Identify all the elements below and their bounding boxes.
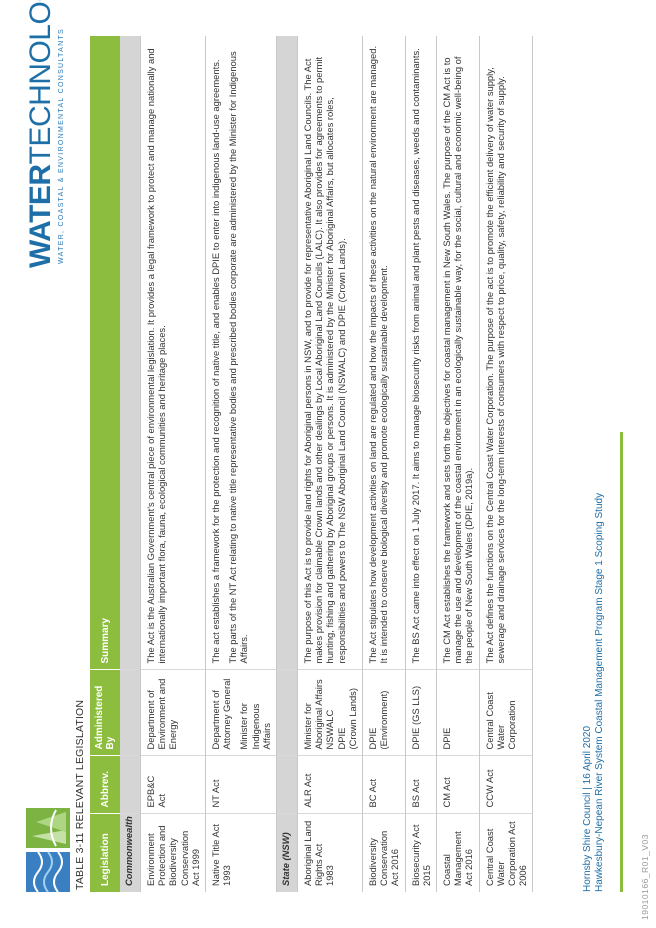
page-footer: Hornsby Shire Council | 16 April 2020 Ha…	[582, 493, 606, 892]
cell-administered: Minister for Aboriginal Affairs NSWALC D…	[297, 670, 363, 756]
section-row: Commonwealth	[120, 36, 141, 892]
cell-administered: Department of Attorney General Minister …	[205, 670, 277, 756]
cell-abbrev: BS Act	[405, 756, 437, 814]
cell-abbrev: CCW Act	[479, 756, 533, 814]
header-administered-by: Administered By	[90, 670, 120, 756]
footer-rule	[620, 432, 623, 892]
cell-legislation: Biosecurity Act 2015	[405, 814, 437, 892]
document-reference: 19010166_R01_V03	[640, 834, 650, 920]
cell-administered: DPIE	[436, 670, 480, 756]
cell-summary: The Act is the Australian Government's c…	[140, 36, 206, 670]
client-logo-icon	[26, 808, 70, 893]
table-row: Biodiversity Conservation Act 2016 BC Ac…	[362, 36, 406, 892]
cell-abbrev: EPB&C Act	[140, 756, 206, 814]
table-row: Coastal Management Act 2016 CM Act DPIE …	[436, 36, 480, 892]
cell-abbrev: BC Act	[362, 756, 406, 814]
section-label: State (NSW)	[276, 814, 298, 892]
cell-legislation: Central Coast Water Corporation Act 2006	[479, 814, 533, 892]
table-row: Native Title Act 1993 NT Act Department …	[205, 36, 277, 892]
cell-abbrev: CM Act	[436, 756, 480, 814]
footer-client-date: Hornsby Shire Council | 16 April 2020	[582, 725, 593, 892]
cell-administered: DPIE (Environment)	[362, 670, 406, 756]
cell-summary: The Act defines the functions on the Cen…	[479, 36, 533, 670]
cell-summary: The act establishes a framework for the …	[205, 36, 277, 670]
table-row: Aboriginal Land Rights Act 1983 ALR Act …	[297, 36, 363, 892]
table-header-row: Legislation Abbrev. Administered By Summ…	[90, 36, 120, 892]
footer-project-title: Hawkesbury-Nepean River System Coastal M…	[594, 492, 605, 892]
brand-tagline: WATER, COASTAL & ENVIRONMENTAL CONSULTAN…	[58, 28, 65, 264]
cell-summary: The CM Act establishes the framework and…	[436, 36, 480, 670]
cell-administered: Department of Environment and Energy	[140, 670, 206, 756]
table-row: Central Coast Water Corporation Act 2006…	[479, 36, 533, 892]
cell-administered: DPIE (GS LLS)	[405, 670, 437, 756]
table-row: Environment Protection and Biodiversity …	[140, 36, 206, 892]
cell-abbrev: NT Act	[205, 756, 277, 814]
cell-legislation: Biodiversity Conservation Act 2016	[362, 814, 406, 892]
cell-summary: The BS Act came into effect on 1 July 20…	[405, 36, 437, 670]
header-abbrev: Abbrev.	[90, 756, 120, 814]
legislation-table: Legislation Abbrev. Administered By Summ…	[90, 36, 533, 892]
table-row: Biosecurity Act 2015 BS Act DPIE (GS LLS…	[405, 36, 437, 892]
cell-summary: The Act stipulates how development activ…	[362, 36, 406, 670]
cell-legislation: Coastal Management Act 2016	[436, 814, 480, 892]
header-legislation: Legislation	[90, 814, 120, 892]
cell-summary: The purpose of this Act is to provide la…	[297, 36, 363, 670]
section-row: State (NSW)	[276, 36, 298, 892]
cell-legislation: Aboriginal Land Rights Act 1983	[297, 814, 363, 892]
cell-abbrev: ALR Act	[297, 756, 363, 814]
brand-name: WATERTECHNOLOGY	[24, 0, 57, 268]
header-summary: Summary	[90, 36, 120, 670]
cell-legislation: Environment Protection and Biodiversity …	[140, 814, 206, 892]
brand-logo: WATERTECHNOLOGY WATER, COASTAL & ENVIRON…	[24, 0, 65, 268]
cell-administered: Central Coast Water Corporation	[479, 670, 533, 756]
cell-legislation: Native Title Act 1993	[205, 814, 277, 892]
table-title: TABLE 3-11 RELEVANT LEGISLATION	[74, 699, 86, 890]
section-label: Commonwealth	[120, 814, 141, 892]
